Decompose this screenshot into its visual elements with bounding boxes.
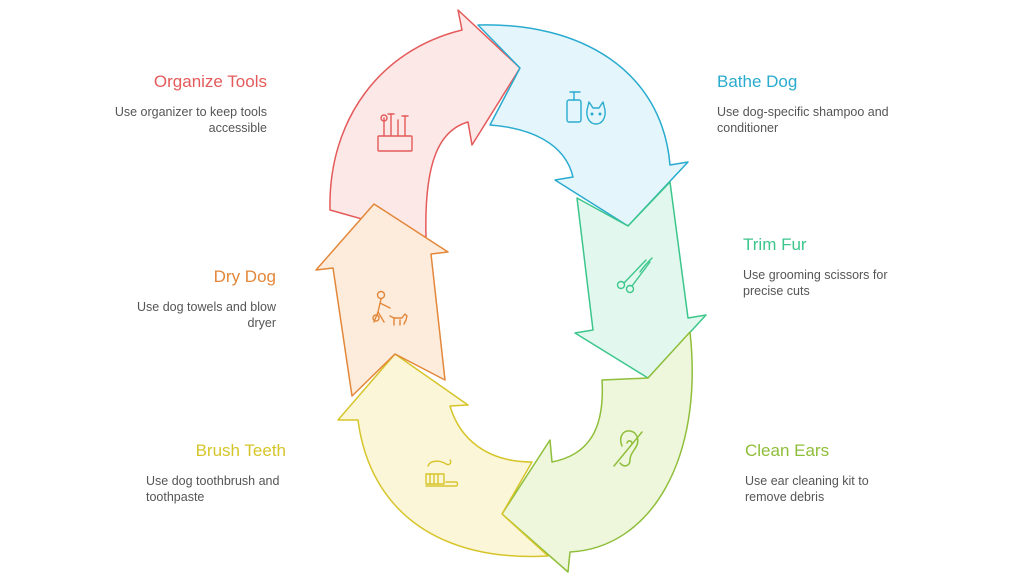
toolbox-icon — [377, 113, 413, 152]
arrow-trim — [574, 181, 707, 379]
arrow-organize — [329, 9, 521, 238]
shampoo-cat-icon — [566, 91, 606, 125]
step-dry: Dry Dog Use dog towels and blow dryer — [86, 267, 276, 331]
step-description: Use dog towels and blow dryer — [137, 300, 276, 330]
step-description: Use ear cleaning kit to remove debris — [745, 474, 869, 504]
step-title: Trim Fur — [743, 235, 807, 254]
step-trim: Trim Fur Use grooming scissors for preci… — [743, 235, 943, 299]
step-title: Clean Ears — [745, 441, 830, 460]
step-brush: Brush Teeth Use dog toothbrush and tooth… — [146, 441, 336, 505]
step-organize: Organize Tools Use organizer to keep too… — [77, 72, 267, 136]
step-description: Use dog-specific shampoo and conditioner — [717, 105, 889, 135]
step-title: Dry Dog — [213, 267, 276, 286]
toothbrush-icon — [425, 459, 459, 487]
step-description: Use dog toothbrush and toothpaste — [146, 474, 280, 504]
step-description: Use organizer to keep tools accessible — [114, 105, 267, 135]
arrow-clean — [501, 331, 693, 573]
step-clean: Clean Ears Use ear cleaning kit to remov… — [745, 441, 945, 505]
step-description: Use grooming scissors for precise cuts — [743, 268, 888, 298]
ear-icon — [613, 430, 643, 467]
step-title: Bathe Dog — [717, 72, 798, 91]
person-with-dog-icon — [372, 290, 408, 326]
arrow-dry — [315, 203, 449, 397]
step-bathe: Bathe Dog Use dog-specific shampoo and c… — [717, 72, 917, 136]
step-title: Organize Tools — [153, 72, 267, 91]
arrow-bathe — [477, 24, 689, 227]
arrow-brush — [337, 353, 549, 558]
step-title: Brush Teeth — [195, 441, 286, 460]
scissors-icon — [616, 257, 653, 294]
